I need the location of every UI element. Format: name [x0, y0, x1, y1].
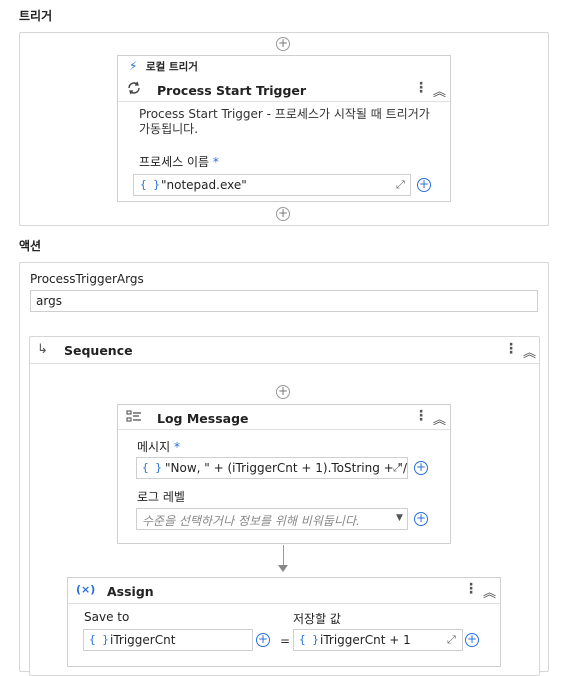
message-brace-icon: { } [142, 461, 162, 474]
process-trigger-icon [126, 80, 142, 96]
required-mark: * [212, 155, 219, 169]
expand-editor-icon[interactable]: ⤢ [396, 178, 405, 191]
assign-collapse-icon[interactable]: ︽ [483, 586, 497, 601]
message-value: "Now, " + (iTriggerCnt + 1).ToString + "… [165, 461, 408, 475]
trigger-category-label: 로컬 트리거 [146, 61, 198, 73]
value-expand-icon[interactable]: ⤢ [447, 633, 456, 646]
trigger-args-value: args [36, 294, 62, 308]
sequence-arrow-icon: ↳ [37, 342, 48, 357]
log-message-header-divider [118, 429, 450, 430]
connector-arrow-icon [278, 565, 288, 572]
log-message-card: Log Message ⋮ ︽ 메시지 * { } "Now, " + (iTr… [117, 404, 451, 544]
assign-more-icon[interactable]: ⋮ [464, 581, 478, 597]
log-message-icon [126, 410, 142, 424]
sequence-header-divider [30, 363, 539, 364]
log-level-label: 로그 레벨 [137, 490, 185, 504]
message-required-mark: * [173, 440, 180, 454]
process-name-value: "notepad.exe" [161, 178, 247, 192]
log-level-select[interactable]: 수준을 선택하거나 정보를 위해 비워둡니다. ▼ [136, 508, 408, 530]
message-label-text: 메시지 [137, 440, 171, 454]
assign-header-divider [68, 603, 500, 604]
log-message-title: Log Message [157, 411, 249, 426]
message-field[interactable]: { } "Now, " + (iTriggerCnt + 1).ToString… [136, 457, 408, 479]
value-field[interactable]: { } iTriggerCnt + 1 ⤢ [293, 629, 463, 651]
trigger-args-label: ProcessTriggerArgs [30, 272, 144, 286]
process-name-field[interactable]: { } "notepad.exe" ⤢ [133, 174, 411, 196]
sequence-collapse-icon[interactable]: ︽ [523, 346, 537, 361]
assign-icon: (×) [76, 583, 96, 596]
save-to-brace-icon: { } [89, 633, 109, 646]
add-activity-icon[interactable]: + [276, 384, 290, 399]
trigger-more-icon[interactable]: ⋮ [414, 80, 428, 96]
action-section-title: 액션 [19, 239, 42, 253]
message-add-icon[interactable]: + [414, 460, 428, 475]
message-label: 메시지 * [137, 438, 180, 455]
add-trigger-above-icon[interactable]: + [276, 36, 290, 51]
log-message-more-icon[interactable]: ⋮ [414, 408, 428, 424]
trigger-description: Process Start Trigger - 프로세스가 시작될 때 트리거가… [139, 107, 430, 136]
chevron-down-icon[interactable]: ▼ [396, 513, 403, 523]
equals-sign: = [280, 634, 291, 648]
assign-card: (×) Assign ⋮ ︽ Save to { } iTriggerCnt +… [67, 577, 501, 667]
save-to-label: Save to [84, 610, 130, 624]
process-name-add-icon[interactable]: + [417, 177, 431, 192]
assign-title: Assign [107, 584, 154, 599]
trigger-section-title: 트리거 [19, 9, 53, 23]
save-to-value: iTriggerCnt [110, 633, 176, 647]
trigger-title-bar [118, 76, 450, 102]
add-trigger-below-icon[interactable]: + [276, 206, 290, 221]
save-to-field[interactable]: { } iTriggerCnt [83, 629, 253, 651]
process-name-label: 프로세스 이름 * [139, 153, 219, 170]
value-value: iTriggerCnt + 1 [320, 633, 411, 647]
expression-brace-icon: { } [140, 178, 160, 191]
lightning-icon: ⚡ [129, 59, 138, 73]
message-expand-icon[interactable]: ⤢ [393, 461, 402, 474]
log-message-collapse-icon[interactable]: ︽ [433, 413, 447, 428]
save-to-add-icon[interactable]: + [256, 632, 270, 647]
log-level-placeholder: 수준을 선택하거나 정보를 위해 비워둡니다. [142, 514, 360, 528]
trigger-collapse-icon[interactable]: ︽ [433, 85, 447, 100]
trigger-title: Process Start Trigger [157, 83, 307, 98]
connector-line [283, 545, 284, 569]
trigger-card: ⚡ 로컬 트리거 Process Start Trigger ⋮ ︽ Proce… [117, 55, 451, 202]
trigger-args-field[interactable]: args [30, 290, 538, 312]
sequence-more-icon[interactable]: ⋮ [504, 341, 518, 357]
process-name-label-text: 프로세스 이름 [139, 155, 210, 169]
value-add-icon[interactable]: + [465, 632, 479, 647]
sequence-title: Sequence [64, 343, 133, 358]
value-brace-icon: { } [299, 633, 319, 646]
log-level-add-icon[interactable]: + [414, 511, 428, 526]
value-label: 저장할 값 [293, 612, 341, 626]
